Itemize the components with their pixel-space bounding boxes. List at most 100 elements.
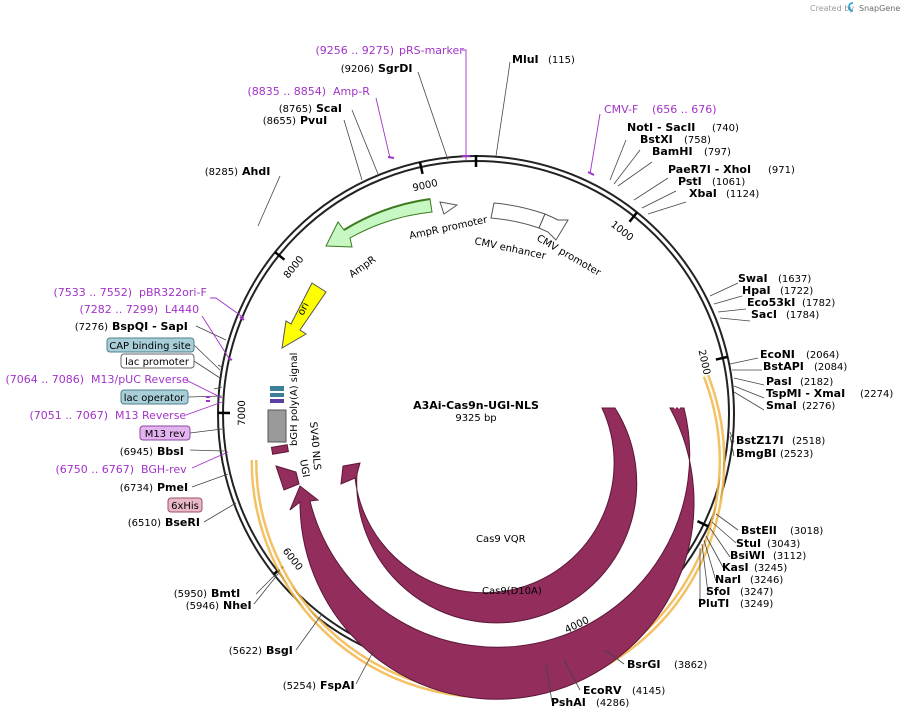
svg-text:PshAI: PshAI	[551, 696, 586, 709]
site-bstapi: BstAPI (2084)	[763, 360, 847, 373]
svg-text:(8765): (8765)	[279, 104, 312, 115]
svg-text:BamHI: BamHI	[652, 145, 693, 158]
site-bsteii: BstEII (3018)	[741, 524, 823, 537]
svg-text:pRS-marker: pRS-marker	[399, 44, 464, 57]
tick-mark-9000	[420, 162, 423, 174]
site-pshai: PshAI (4286)	[551, 696, 629, 709]
svg-text:(2523): (2523)	[780, 449, 813, 460]
site-xbai: XbaI(1124)	[689, 187, 759, 200]
svg-text:(6734): (6734)	[120, 483, 153, 494]
credit-brand: SnapGene	[859, 4, 900, 13]
svg-text:lac operator: lac operator	[124, 393, 185, 404]
svg-text:(9256 .. 9275): (9256 .. 9275)	[315, 44, 394, 57]
svg-text:(1637): (1637)	[778, 274, 811, 285]
svg-text:BstZ17I: BstZ17I	[736, 434, 784, 447]
svg-text:(3018): (3018)	[790, 526, 823, 537]
cas9-vqr-marker	[380, 518, 386, 524]
primer-bgh-rev: (6750 .. 6767) BGH-rev	[55, 463, 187, 476]
feature-lac-marker-2	[270, 393, 284, 397]
svg-text:M13/pUC Reverse: M13/pUC Reverse	[91, 373, 189, 386]
label-bgh-polya: bGH poly(A) signal	[289, 353, 300, 446]
svg-text:(1784): (1784)	[786, 310, 819, 321]
svg-text:BmgBI: BmgBI	[736, 447, 776, 460]
svg-text:(3245): (3245)	[754, 563, 787, 574]
site-mlui: MluI(115)	[512, 53, 575, 66]
svg-text:(8655): (8655)	[263, 116, 296, 127]
svg-text:(5950): (5950)	[174, 589, 207, 600]
site-ahdi: (8285)AhdI	[205, 165, 271, 178]
svg-text:(3246): (3246)	[750, 575, 783, 586]
svg-text:BstEII: BstEII	[741, 524, 777, 537]
feature-lac-marker-3	[270, 399, 284, 403]
svg-text:(3112): (3112)	[773, 551, 806, 562]
svg-text:(4145): (4145)	[632, 686, 665, 697]
label-cas9-vqr: Cas9 VQR	[476, 534, 526, 545]
svg-text:(4286): (4286)	[596, 698, 629, 709]
primer-pbr322ori-f: (7533 .. 7552)pBR322ori-F	[53, 286, 206, 299]
svg-text:BseRI: BseRI	[165, 516, 200, 529]
svg-text:BsgI: BsgI	[266, 644, 293, 657]
svg-text:BsrGI: BsrGI	[627, 658, 660, 671]
svg-text:MluI: MluI	[512, 53, 539, 66]
svg-text:(5622): (5622)	[229, 646, 262, 657]
svg-text:XbaI: XbaI	[689, 187, 717, 200]
site-bstz17i: BstZ17I (2518)	[736, 434, 825, 447]
svg-text:(6945): (6945)	[120, 447, 153, 458]
svg-text:BstAPI: BstAPI	[763, 360, 804, 373]
box-lac-operator: lac operator	[121, 390, 188, 404]
box-m13-rev: M13 rev	[140, 426, 190, 440]
site-bsgi: (5622) BsgI	[229, 644, 293, 657]
tick-label-2000: 2000	[696, 349, 712, 376]
svg-text:PmeI: PmeI	[157, 481, 188, 494]
svg-text:(7064 .. 7086): (7064 .. 7086)	[5, 373, 84, 386]
svg-text:ScaI: ScaI	[316, 102, 342, 115]
svg-text:(2274): (2274)	[860, 389, 893, 400]
site-bseri: (6510)BseRI	[128, 516, 200, 529]
svg-text:(2518): (2518)	[792, 436, 825, 447]
svg-text:FspAI: FspAI	[320, 679, 355, 692]
svg-text:M13 rev: M13 rev	[145, 429, 186, 440]
site-pmei: (6734) PmeI	[120, 481, 188, 494]
plasmid-name: A3Ai-Cas9n-UGI-NLS	[413, 399, 539, 412]
feature-ugi	[276, 466, 299, 490]
primer-amp-r: (8835 .. 8854)Amp-R	[247, 85, 370, 98]
feature-bgh-polya	[268, 410, 286, 442]
svg-text:(1782): (1782)	[802, 298, 835, 309]
label-ampr: AmpR	[347, 254, 378, 280]
svg-text:BbsI: BbsI	[157, 445, 184, 458]
box-lac-promoter: lac promoter	[121, 354, 194, 368]
feature-cmv-enhancer	[491, 203, 545, 228]
svg-text:(2084): (2084)	[814, 362, 847, 373]
site-bmgbi: BmgBI (2523)	[736, 447, 813, 460]
tick-label-1000: 1000	[608, 219, 635, 243]
svg-text:(6750 .. 6767): (6750 .. 6767)	[55, 463, 134, 476]
svg-text:(5946): (5946)	[186, 601, 219, 612]
svg-text:(3249): (3249)	[740, 599, 773, 610]
svg-text:SmaI: SmaI	[766, 399, 797, 412]
svg-text:BspQI - SapI: BspQI - SapI	[112, 320, 188, 333]
box-cap-binding-site: CAP binding site	[107, 338, 194, 352]
primer-m13-reverse: (7051 .. 7067)M13 Reverse	[29, 409, 186, 422]
primer-l4440: (7282 .. 7299)L4440	[79, 303, 199, 316]
svg-text:(7051 .. 7067): (7051 .. 7067)	[29, 409, 108, 422]
site-bspqi-sapi: (7276)BspQI - SapI	[75, 320, 188, 333]
primer-prs-marker: (9256 .. 9275) pRS-marker	[315, 44, 464, 57]
svg-text:EcoRV: EcoRV	[583, 684, 622, 697]
tick-label-7000: 7000	[237, 400, 248, 425]
svg-text:L4440: L4440	[165, 303, 199, 316]
svg-text:(5254): (5254)	[283, 681, 316, 692]
svg-text:(9206): (9206)	[341, 64, 374, 75]
svg-text:(2276): (2276)	[802, 401, 835, 412]
svg-text:(8835 .. 8854): (8835 .. 8854)	[247, 85, 326, 98]
svg-text:BGH-rev: BGH-rev	[141, 463, 187, 476]
svg-text:NheI: NheI	[223, 599, 252, 612]
svg-text:AhdI: AhdI	[242, 165, 270, 178]
primer-cmv-f: CMV-F(656 .. 676)	[604, 103, 717, 116]
tick-mark-2000	[716, 357, 728, 360]
tick-label-8000: 8000	[282, 254, 307, 281]
site-fspai: (5254) FspAI	[283, 679, 355, 692]
svg-text:SacI: SacI	[751, 308, 777, 321]
site-pvui: (8655)PvuI	[263, 114, 327, 127]
